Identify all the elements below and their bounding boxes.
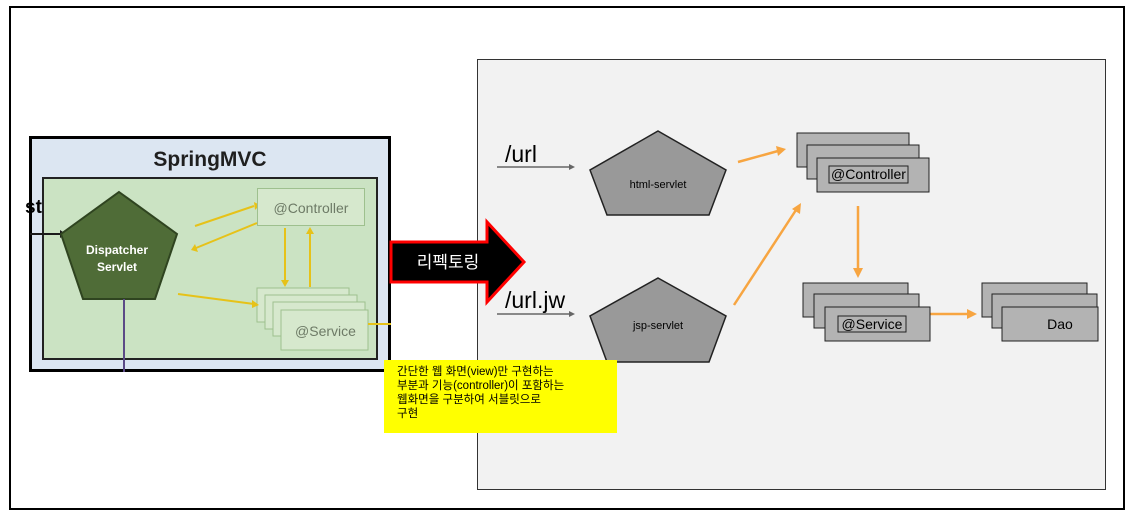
controller-label: @Controller [273, 200, 349, 216]
dispatcher-line1: Dispatcher [85, 243, 149, 257]
note-line3: 웹화면을 구분하여 서블릿으로 [397, 394, 541, 406]
arrow-jsp-to-controller [732, 209, 798, 306]
right-controller-label: @Controller [831, 166, 906, 182]
arrow-head [967, 309, 977, 319]
springmvc-title: SpringMVC [153, 148, 267, 171]
arrow-head [191, 244, 198, 252]
jsp-servlet-label: jsp-servlet [632, 320, 684, 332]
service-label: @Service [295, 323, 356, 339]
arrow-head [306, 227, 314, 234]
request-label: st [25, 197, 42, 218]
note-box: 간단한 웹 화면(view)만 구현하는 부분과 기능(controller)이… [384, 360, 617, 433]
arrow-head [853, 268, 863, 278]
arrow-head [281, 280, 289, 287]
controller-box-front [816, 157, 930, 193]
note-line4: 구현 [397, 408, 419, 420]
dao-box-front [1001, 306, 1099, 342]
html-servlet-pentagon [589, 130, 727, 216]
dispatcher-line2: Servlet [96, 260, 138, 274]
arrow-dispatcher-to-controller [194, 205, 255, 227]
arrow-html-to-controller [737, 149, 779, 164]
right-service-label: @Service [841, 316, 903, 332]
url2-label: /url.jw [505, 287, 566, 313]
arrow-head [252, 300, 259, 308]
refactor-label: 리펙토링 [416, 253, 480, 272]
html-servlet-label: html-servlet [629, 179, 687, 191]
outer-frame [9, 6, 1125, 510]
arrow-dispatcher-to-service [177, 293, 255, 305]
arrow-controller-to-dispatcher [195, 222, 258, 249]
arrow-head [569, 311, 575, 317]
note-line1: 간단한 웹 화면(view)만 구현하는 [397, 366, 554, 378]
dispatcher-servlet-pentagon [59, 190, 179, 300]
service-label-box [837, 315, 907, 333]
refactor-arrow [389, 218, 527, 306]
jsp-servlet-pentagon [589, 277, 727, 363]
service-box-front [280, 309, 369, 351]
note-line2: 부분과 기능(controller)이 포함하는 [397, 380, 565, 392]
arrow-head [776, 146, 786, 156]
arrow-head [569, 164, 575, 170]
controller-box [257, 188, 365, 226]
dao-label: Dao [1047, 316, 1073, 332]
url1-label: /url [505, 141, 537, 167]
service-box-front [824, 306, 931, 342]
dispatcher-servlet-label: Dispatcher Servlet [62, 242, 172, 276]
arrow-head [792, 203, 801, 214]
controller-label-box [828, 165, 909, 184]
